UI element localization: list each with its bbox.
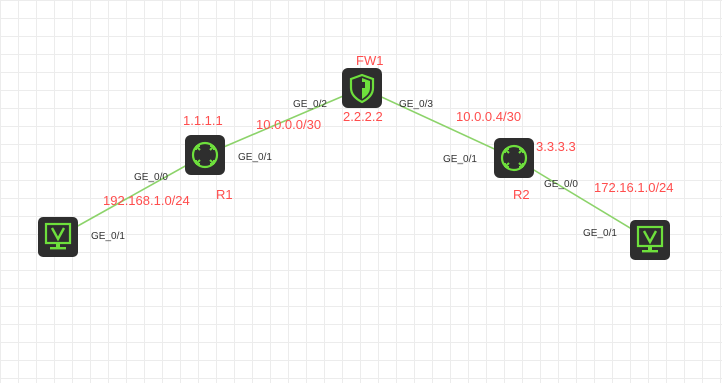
r2-loopback-label: 3.3.3.3 (536, 139, 576, 154)
r2-node[interactable] (494, 138, 534, 178)
router-icon (185, 135, 225, 175)
link-r1-fw1 (204, 87, 363, 156)
fw1-name-label: FW1 (356, 53, 384, 68)
port-label-r2-ge01: GE_0/1 (443, 154, 477, 165)
port-label-r2-ge00: GE_0/0 (544, 179, 578, 190)
r2-name-label: R2 (513, 187, 530, 202)
subnet-label-pc1-r1: 192.168.1.0/24 (103, 193, 190, 208)
monitor-icon (38, 217, 78, 257)
r1-node[interactable] (185, 135, 225, 175)
fw1-address-label: 2.2.2.2 (343, 109, 383, 124)
port-label-fw1-ge03: GE_0/3 (399, 99, 433, 110)
fw1-node[interactable] (342, 68, 382, 108)
pc1-node[interactable] (38, 217, 78, 257)
link-pc1-r1 (57, 154, 206, 238)
link-r2-pc2 (513, 157, 651, 241)
port-label-r1-ge00: GE_0/0 (134, 172, 168, 183)
link-fw1-r2 (361, 87, 515, 159)
subnet-label-fw1-r2: 10.0.0.4/30 (456, 109, 522, 124)
port-label-pc2: GE_0/1 (583, 228, 617, 239)
router-icon (494, 138, 534, 178)
port-label-r1-ge01: GE_0/1 (238, 152, 272, 163)
port-label-fw1-ge02: GE_0/2 (293, 99, 327, 110)
pc2-node[interactable] (630, 220, 670, 260)
r1-name-label: R1 (216, 187, 233, 202)
subnet-label-r2-pc2: 172.16.1.0/24 (594, 180, 674, 195)
firewall-icon (342, 68, 382, 108)
port-label-pc1: GE_0/1 (91, 231, 125, 242)
r1-loopback-label: 1.1.1.1 (183, 113, 223, 128)
subnet-label-r1-fw1: 10.0.0.0/30 (256, 117, 322, 132)
monitor-icon (630, 220, 670, 260)
